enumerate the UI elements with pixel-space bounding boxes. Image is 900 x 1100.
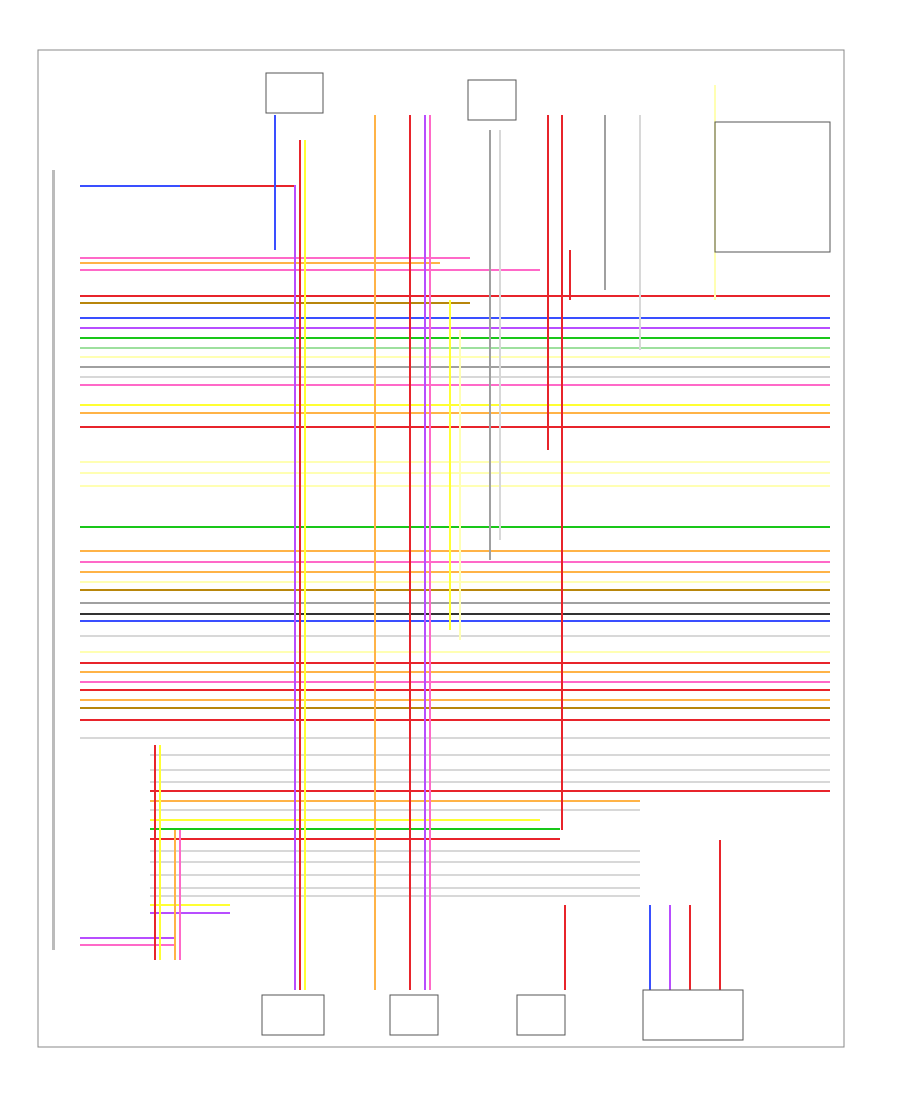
vertical-wire-runs bbox=[154, 85, 721, 990]
bottom-component-2 bbox=[389, 994, 439, 1036]
wire-harness bbox=[80, 185, 830, 946]
components bbox=[52, 72, 831, 1041]
module-box-right bbox=[714, 121, 831, 253]
diagram-border bbox=[37, 49, 845, 1048]
bottom-component-4 bbox=[642, 989, 744, 1041]
bottom-component-1 bbox=[261, 994, 325, 1036]
bottom-component-3 bbox=[516, 994, 566, 1036]
connector-box-top-2 bbox=[467, 79, 517, 121]
connector-box-top-1 bbox=[265, 72, 324, 114]
module-left-bracket bbox=[52, 170, 55, 950]
